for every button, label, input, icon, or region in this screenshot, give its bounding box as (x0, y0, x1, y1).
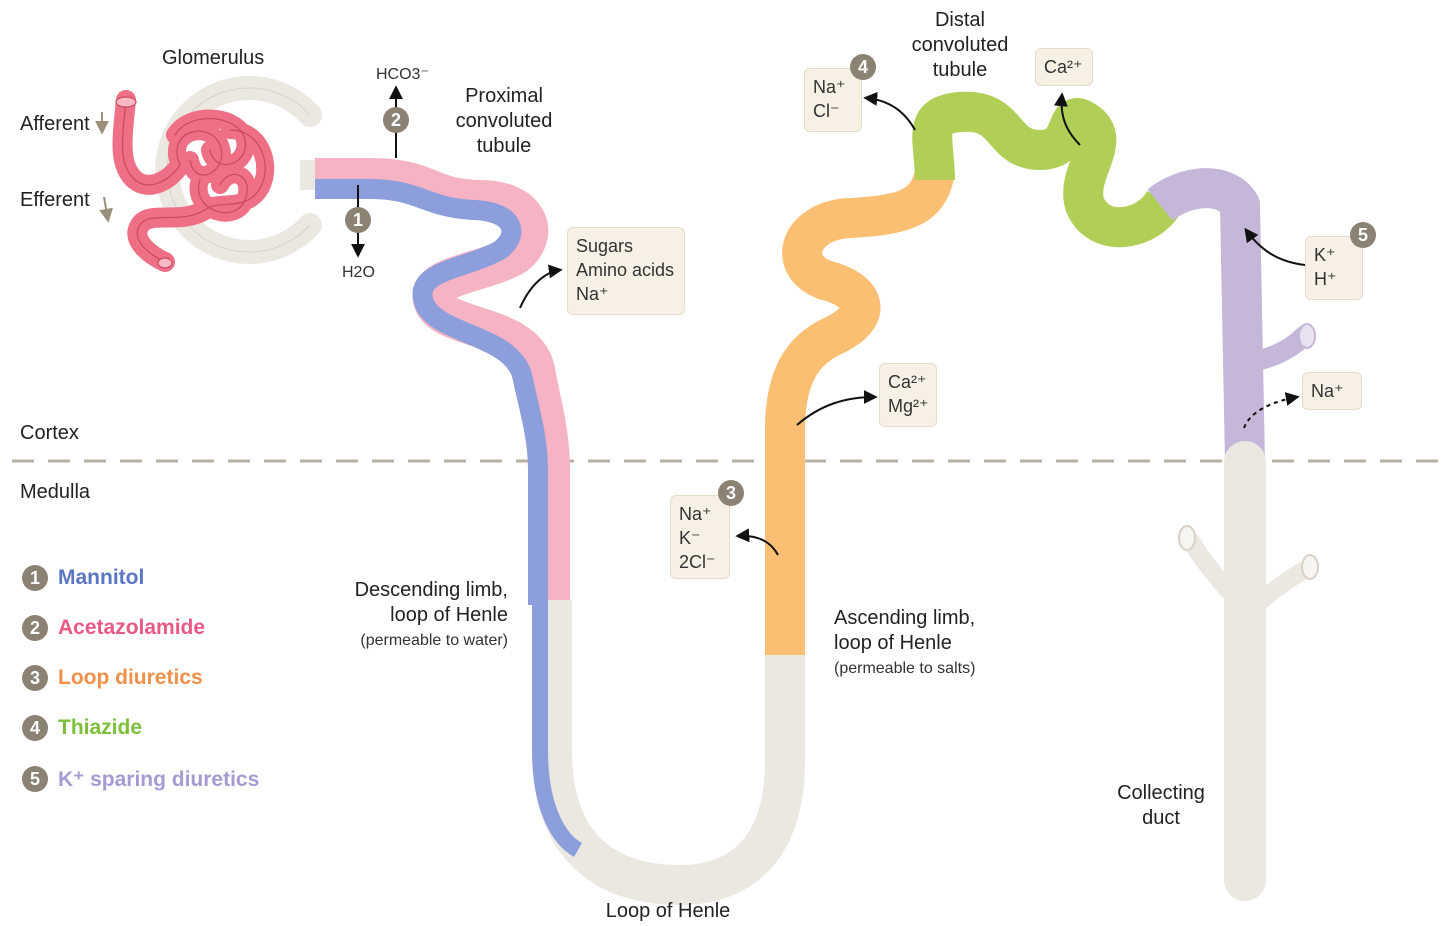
legend-badge: 2 (22, 615, 48, 641)
legend-drug-name: K⁺ sparing diuretics (58, 767, 259, 792)
distal-tubule-label: Distal convoluted tubule (902, 8, 1018, 83)
k-h-box: K⁺ H⁺ (1305, 236, 1363, 300)
loop-of-henle (540, 600, 785, 885)
legend-item: 2 Acetazolamide (22, 613, 205, 643)
connecting-duct (1160, 188, 1315, 462)
badge-k-sparing: 5 (1350, 222, 1376, 248)
distal-tubule (932, 112, 1165, 227)
badge-mannitol: 1 (345, 207, 371, 233)
afferent-label: Afferent (20, 112, 90, 137)
loop-of-henle-label: Loop of Henle (600, 899, 736, 924)
legend-badge: 4 (22, 715, 48, 741)
badge-acetazolamide: 2 (383, 107, 409, 133)
legend-item: 1 Mannitol (22, 563, 144, 593)
ca-box: Ca²⁺ (1035, 48, 1093, 86)
legend-drug-name: Loop diuretics (58, 666, 203, 690)
legend-item: 5 K⁺ sparing diuretics (22, 764, 259, 794)
na-cl-box: Na⁺ Cl⁻ (804, 68, 862, 132)
h2o-label: H2O (342, 260, 375, 285)
legend-item: 3 Loop diuretics (22, 663, 203, 693)
medulla-label: Medulla (20, 480, 90, 505)
na-cl-arrow (866, 98, 915, 130)
legend-drug-name: Thiazide (58, 716, 142, 740)
na-box: Na⁺ (1302, 372, 1362, 410)
descending-limb-label: Descending limb, loop of Henle (permeabl… (336, 578, 508, 653)
proximal-tubule-label: Proximal convoluted tubule (448, 84, 560, 159)
legend-badge: 3 (22, 665, 48, 691)
collecting-duct-label: Collecting duct (1106, 781, 1216, 831)
sugars-arrow (520, 270, 560, 308)
efferent-arrow (104, 197, 108, 220)
ascending-limb-label: Ascending limb, loop of Henle (permeable… (834, 606, 975, 681)
legend-item: 4 Thiazide (22, 713, 142, 743)
badge-thiazide: 4 (850, 54, 876, 80)
cortex-label: Cortex (20, 421, 79, 446)
legend-drug-name: Acetazolamide (58, 616, 205, 640)
glomerulus-label: Glomerulus (162, 46, 264, 71)
legend-drug-name: Mannitol (58, 566, 144, 590)
legend-badge: 5 (22, 766, 48, 792)
na-k-cl-box: Na⁺ K⁻ 2Cl⁻ (670, 495, 730, 579)
hco3-label: HCO3⁻ (376, 62, 429, 87)
sugars-box: Sugars Amino acids Na⁺ (567, 227, 685, 315)
ca-mg-arrow (797, 397, 875, 425)
ca-mg-box: Ca²⁺ Mg²⁺ (879, 363, 937, 427)
badge-loop-diuretics: 3 (718, 480, 744, 506)
efferent-label: Efferent (20, 188, 90, 213)
proximal-tubule (315, 178, 550, 605)
legend-badge: 1 (22, 565, 48, 591)
